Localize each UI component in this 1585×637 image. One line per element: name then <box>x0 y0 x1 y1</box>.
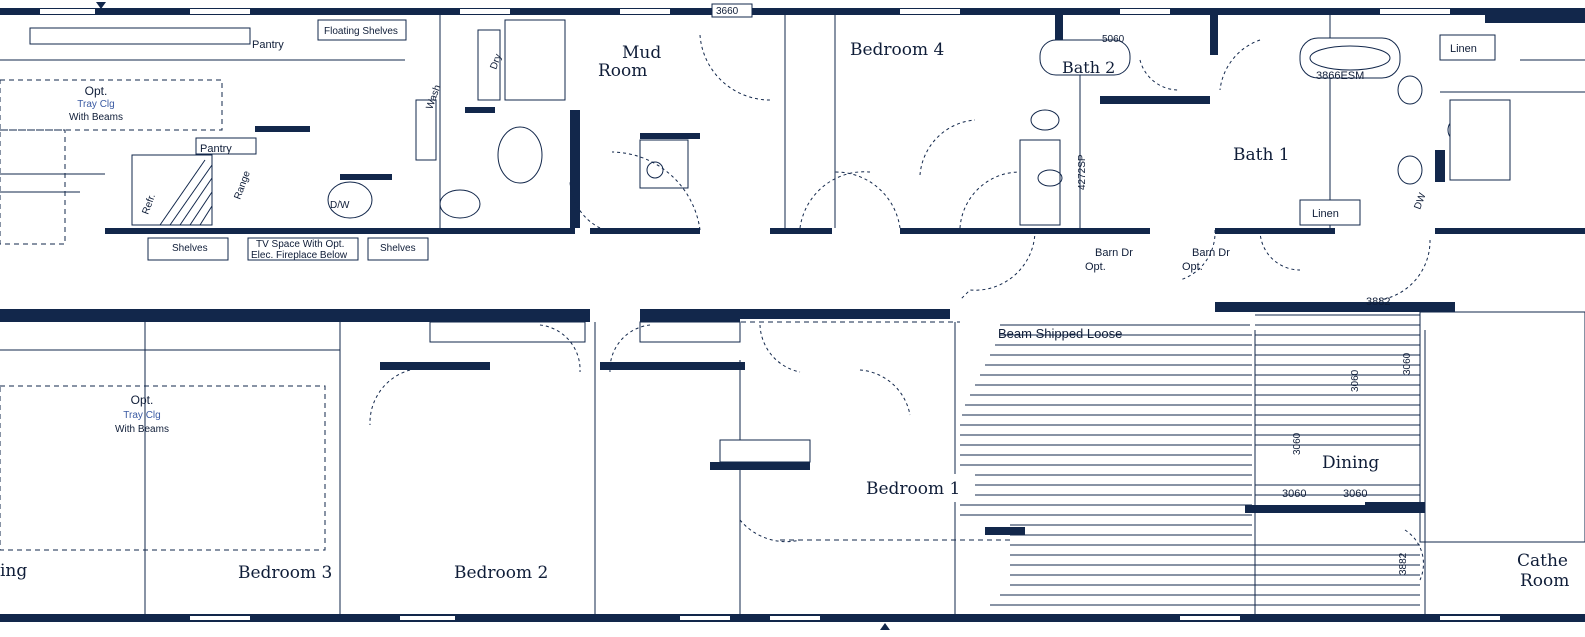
room-living-partial: ing <box>0 561 27 581</box>
dim-5060: 5060 <box>1102 34 1125 45</box>
windows-top <box>40 9 1450 14</box>
label-pantry-top: Pantry <box>252 39 284 51</box>
label-pantry-mid: Pantry <box>200 143 232 155</box>
room-bedroom-1: Bedroom 1 <box>866 479 960 499</box>
marker-arrow-icon <box>96 2 106 9</box>
marriage-line-wall-mid <box>640 309 950 319</box>
shelves-right-box <box>367 237 429 261</box>
label-tv-space: TV Space With Opt. <box>256 239 344 250</box>
marker-arrow-bottom-icon <box>880 623 890 630</box>
label-with-beams-bottom: With Beams <box>115 424 169 435</box>
label-floating-shelves: Floating Shelves <box>324 26 398 37</box>
bath1-vanity <box>1449 99 1511 181</box>
label-shelves-left: Shelves <box>172 243 208 254</box>
label-barn-door-2: Barn Dr <box>1192 247 1230 259</box>
mudroom-bench <box>639 139 689 189</box>
tray-ceiling-outline-top-lower <box>0 129 66 245</box>
room-bath-2: Bath 2 <box>1062 58 1115 77</box>
bath1-tub <box>1299 37 1401 79</box>
tray-ceiling-outline-bottom <box>0 385 326 551</box>
label-barn-opt-2: Opt. <box>1182 261 1203 273</box>
label-tray-clg-bottom: Tray Clg <box>123 410 160 421</box>
laundry-cabinet <box>504 19 566 101</box>
room-bedroom-4: Bedroom 4 <box>850 40 944 60</box>
washer <box>415 99 437 161</box>
dim-4272sp: 4272SP <box>1077 154 1088 190</box>
label-shelves-right: Shelves <box>380 243 416 254</box>
dim-3060-right: 3060 <box>1343 488 1367 500</box>
dim-3882-vert: 3882 <box>1398 552 1409 575</box>
interior-walls-bottom <box>380 310 1425 535</box>
room-bedroom-3: Bedroom 3 <box>238 563 332 583</box>
closet-bedroom1 <box>639 321 741 343</box>
label-fireplace: Elec. Fireplace Below <box>251 250 348 261</box>
label-dw: D/W <box>330 200 350 211</box>
label-opt-top: Opt. <box>85 84 108 98</box>
room-mud-room-line1: Mud <box>622 43 661 63</box>
marriage-line-wall-right <box>1215 302 1455 312</box>
label-barn-opt-1: Opt. <box>1085 261 1106 273</box>
room-cathedral-line1: Cathe <box>1517 551 1568 571</box>
bath2-tub <box>1039 39 1131 76</box>
linen-closet-mid <box>1299 199 1361 226</box>
shelves-left-box <box>147 237 229 261</box>
closet-master <box>719 439 811 463</box>
room-bath-1: Bath 1 <box>1233 145 1290 165</box>
label-washer: Wash <box>424 84 443 111</box>
dim-3882: 3882 <box>1366 296 1390 308</box>
dim-3060-vert-2: 3060 <box>1292 432 1303 455</box>
closet-bedroom2 <box>429 321 586 343</box>
tv-space-box <box>247 237 359 261</box>
room-cathedral-line2: Room <box>1520 571 1569 591</box>
deck-stair-hatch <box>960 314 1420 606</box>
dim-3060-left: 3060 <box>1282 488 1306 500</box>
label-dw-right: DW <box>1412 191 1428 211</box>
dryer <box>477 29 501 101</box>
interior-walls-top <box>105 15 1585 234</box>
room-bedroom-2: Bedroom 2 <box>454 563 548 583</box>
label-linen-mid: Linen <box>1312 208 1339 220</box>
linen-closet-top <box>1439 34 1496 61</box>
label-with-beams-top: With Beams <box>69 112 123 123</box>
room-mud-room-line2: Room <box>598 61 647 81</box>
room-dining: Dining <box>1322 453 1379 473</box>
label-range: Range <box>232 169 253 201</box>
island-hatch <box>159 159 213 226</box>
tray-ceiling-outline-top <box>0 79 223 131</box>
kitchen-island <box>131 154 213 226</box>
label-beam-shipped-loose: Beam Shipped Loose <box>998 326 1122 341</box>
dim-3060-vert-3: 3060 <box>1402 352 1413 375</box>
label-barn-door-1: Barn Dr <box>1095 247 1133 259</box>
label-linen-top: Linen <box>1450 43 1477 55</box>
dim-3660: 3660 <box>716 6 739 17</box>
pantry-cabinet <box>195 137 257 155</box>
exterior-wall-top <box>0 8 1585 15</box>
label-tray-clg-top: Tray Clg <box>77 99 114 110</box>
windows-bottom <box>190 616 1500 620</box>
dim-3060-vert-1: 3060 <box>1350 369 1361 392</box>
dim-3866esm: 3866ESM <box>1316 70 1364 82</box>
label-opt-bottom: Opt. <box>131 393 154 407</box>
floating-shelves <box>317 19 407 41</box>
label-dryer: Dry <box>488 53 504 71</box>
upper-cabinet-row <box>29 27 251 45</box>
